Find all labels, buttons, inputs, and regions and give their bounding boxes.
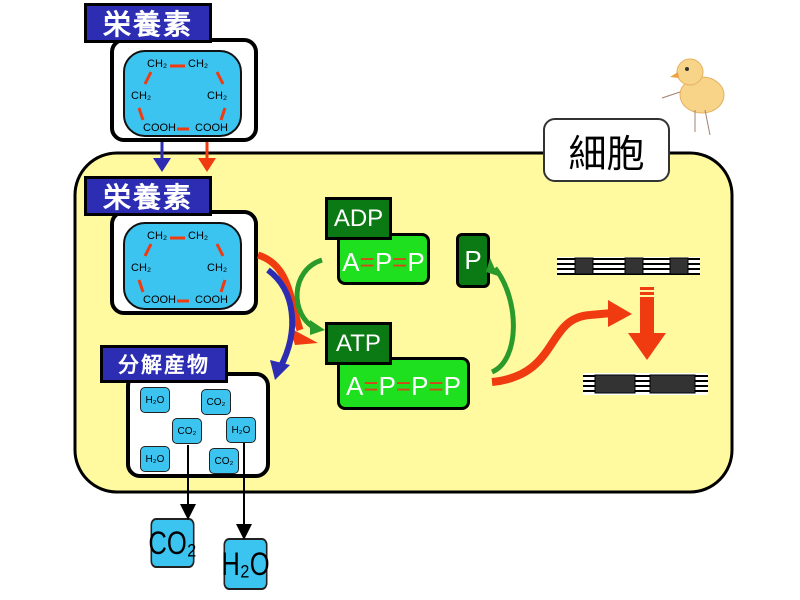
adp-label: ADP — [325, 197, 392, 240]
product-co2: CO₂ — [201, 389, 231, 415]
ch2-label: CH₂ — [207, 262, 228, 274]
green-adp-to-atp-arrow — [294, 257, 323, 331]
phosphate-label: P — [411, 371, 429, 401]
phosphate-label: P — [443, 371, 461, 401]
green-atp-to-p-arrow — [490, 266, 516, 375]
red-arrowhead — [608, 300, 632, 327]
atp-molecule: A=P=P=P — [337, 357, 470, 410]
chick-illustration — [661, 58, 725, 136]
green-arrowhead — [310, 320, 325, 335]
products-label: 分解産物 — [100, 345, 228, 383]
ch2-label: CH₂ — [188, 58, 209, 70]
ch2-label: CH₂ — [188, 230, 209, 242]
ch2-label: CH₂ — [131, 262, 152, 274]
green-arrowhead — [486, 258, 498, 276]
cell-label: 細胞 — [543, 118, 670, 182]
blue-arrowhead — [270, 360, 290, 380]
muscle-fiber-contracted — [583, 373, 708, 395]
output-h2o: H₂O — [221, 538, 270, 590]
adp-molecule: A=P=P — [337, 233, 430, 285]
phosphate-label: P — [407, 246, 425, 277]
product-h2o: H₂O — [140, 387, 170, 413]
ch2-label: CH₂ — [147, 230, 168, 242]
blue-arrow-in — [153, 142, 171, 172]
bond: = — [392, 246, 408, 277]
bond: = — [363, 371, 379, 401]
molecule-bonds — [137, 64, 227, 131]
ch2-label: CH₂ — [207, 90, 228, 102]
atp-label: ATP — [325, 322, 392, 365]
product-co2: CO₂ — [209, 448, 239, 474]
red-energy-arrow — [256, 251, 304, 332]
product-h2o: H₂O — [140, 446, 170, 472]
bond: = — [395, 371, 412, 401]
red-arrowhead — [290, 328, 318, 345]
bond: = — [428, 371, 444, 401]
product-co2: CO₂ — [172, 418, 202, 444]
adenosine-label: A — [342, 246, 360, 277]
bond: = — [359, 246, 375, 277]
phosphate-label: P — [378, 371, 396, 401]
cooh-label: COOH — [195, 294, 228, 306]
cooh-label: COOH — [143, 294, 176, 306]
ch2-label: CH₂ — [147, 58, 168, 70]
molecule-bonds — [137, 236, 227, 303]
phosphate-label: P — [374, 246, 393, 277]
output-co2: CO₂ — [148, 518, 197, 568]
ch2-label: CH₂ — [131, 90, 152, 102]
red-energy-to-muscle-arrow — [491, 309, 613, 386]
red-arrow-in — [198, 142, 216, 172]
nutrient-molecule-outside: CH₂ CH₂ CH₂ CH₂ COOH COOH — [123, 50, 242, 137]
blue-breakdown-arrow — [266, 267, 296, 370]
nutrient-label-outside: 栄養素 — [84, 3, 212, 43]
nutrient-label-inside: 栄養素 — [84, 176, 212, 216]
product-h2o: H₂O — [226, 417, 256, 443]
adenosine-label: A — [346, 371, 364, 401]
contraction-arrow — [628, 287, 666, 360]
free-phosphate: P — [456, 233, 490, 288]
muscle-fiber-relaxed — [557, 257, 700, 275]
cooh-label: COOH — [143, 122, 176, 134]
cooh-label: COOH — [195, 122, 228, 134]
nutrient-molecule-inside: CH₂ CH₂ CH₂ CH₂ COOH COOH — [123, 222, 242, 310]
